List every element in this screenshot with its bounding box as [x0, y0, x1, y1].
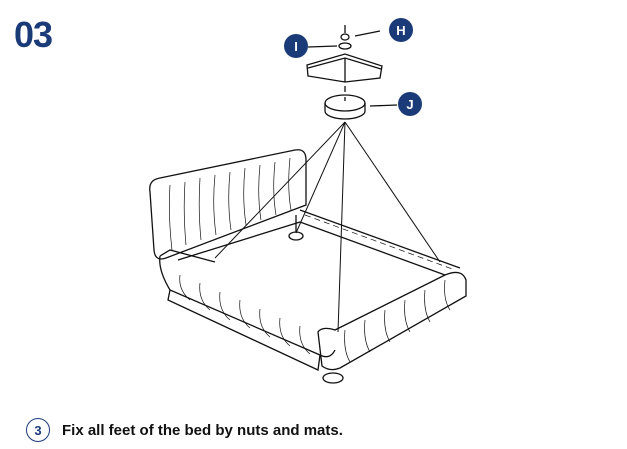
instruction-index: 3 [26, 418, 50, 442]
step-number: 03 [14, 14, 53, 55]
instruction-caption: 3 Fix all feet of the bed by nuts and ma… [26, 418, 343, 442]
upholstery-pleats [168, 157, 456, 363]
foot-hardware [306, 25, 398, 120]
instruction-text: Fix all feet of the bed by nuts and mats… [62, 421, 343, 439]
label-i-badge: I [284, 34, 308, 58]
label-h-badge: H [389, 18, 413, 42]
bed-frame [149, 149, 467, 384]
label-j-badge: J [398, 92, 422, 116]
guide-lines [214, 121, 441, 333]
